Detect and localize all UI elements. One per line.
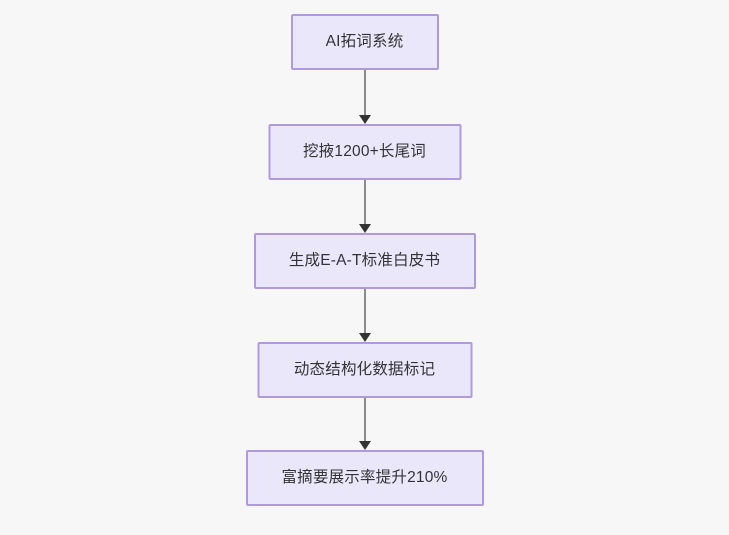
flowchart-node-label: 富摘要展示率提升210% bbox=[281, 469, 448, 487]
flowchart-node-ai-keyword-system[interactable]: AI拓词系统 bbox=[290, 14, 439, 70]
flowchart-node-label: 挖掖1200+长尾词 bbox=[302, 143, 427, 161]
down-arrow-icon bbox=[358, 333, 371, 342]
flowchart-edge-n1-to-n2 bbox=[358, 70, 372, 124]
flowchart-node-label: 动态结构化数据标记 bbox=[293, 361, 436, 379]
down-arrow-icon bbox=[358, 115, 371, 124]
flowchart-node-generate-eat-whitepaper[interactable]: 生成E-A-T标准白皮书 bbox=[253, 233, 476, 289]
edge-line bbox=[363, 180, 366, 225]
flowchart-node-label: 生成E-A-T标准白皮书 bbox=[288, 252, 441, 270]
down-arrow-icon bbox=[358, 441, 371, 450]
flowchart-edge-n2-to-n3 bbox=[358, 180, 372, 233]
edge-line bbox=[363, 398, 366, 442]
flowchart-node-rich-snippet-impression-lift[interactable]: 富摘要展示率提升210% bbox=[245, 450, 484, 506]
edge-line bbox=[363, 289, 366, 334]
flowchart-node-label: AI拓词系统 bbox=[325, 33, 404, 51]
flowchart-node-mine-longtail-keywords[interactable]: 挖掖1200+长尾词 bbox=[268, 124, 461, 180]
flowchart-edge-n3-to-n4 bbox=[358, 289, 372, 342]
edge-line bbox=[363, 70, 366, 116]
down-arrow-icon bbox=[358, 224, 371, 233]
flowchart-edge-n4-to-n5 bbox=[358, 398, 372, 450]
flowchart-node-dynamic-structured-data-markup[interactable]: 动态结构化数据标记 bbox=[257, 342, 472, 398]
